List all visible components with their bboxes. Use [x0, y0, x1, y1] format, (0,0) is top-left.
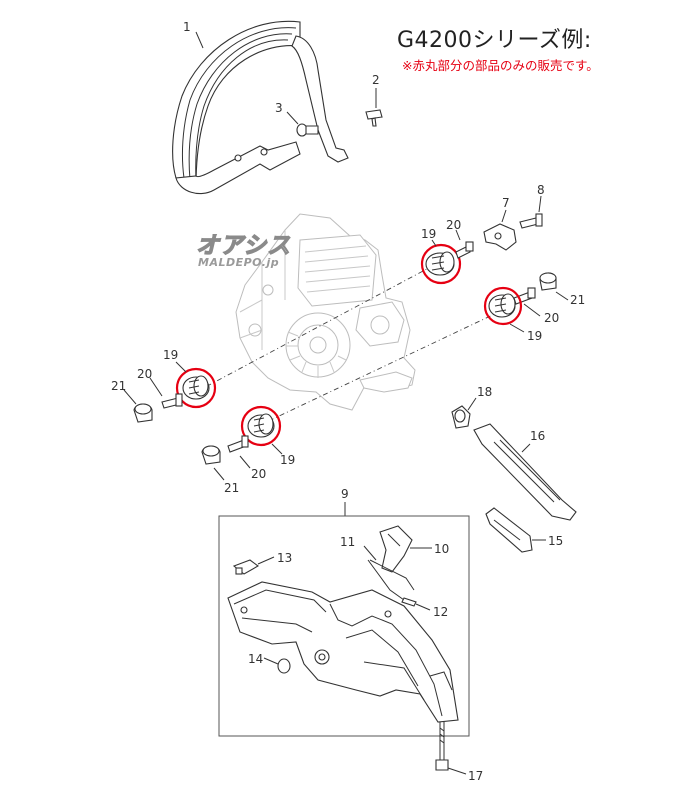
- callout-21-c: 21: [111, 379, 126, 393]
- highlight-circle: [483, 286, 523, 326]
- chain-catcher: [451, 397, 477, 429]
- cap-21: [539, 272, 557, 291]
- pin: [401, 597, 431, 611]
- plug: [263, 657, 291, 674]
- center-line: [195, 261, 441, 393]
- leader-line: [195, 31, 204, 49]
- callout-12: 12: [433, 605, 448, 619]
- callout-21-d: 21: [224, 481, 239, 495]
- front-handle: [172, 20, 349, 195]
- rubber-buffer-19: [425, 251, 455, 276]
- callout-21-b: 21: [570, 293, 585, 307]
- diagram-title: G4200シリーズ例:: [397, 28, 592, 53]
- callout-11: 11: [340, 535, 355, 549]
- callout-20-b: 20: [544, 311, 559, 325]
- highlight-circle: [240, 405, 282, 447]
- callout-9: 9: [341, 487, 349, 501]
- callout-16: 16: [530, 429, 545, 443]
- watermark-logo: オアシス: [195, 232, 292, 259]
- lockout-lever: [232, 556, 275, 575]
- callout-8: 8: [537, 183, 545, 197]
- bolt-20: [227, 435, 249, 453]
- handle-bolt: [286, 111, 319, 137]
- callout-3: 3: [275, 101, 283, 115]
- callout-18: 18: [477, 385, 492, 399]
- rear-handle-body: [227, 581, 459, 723]
- callout-20-c: 20: [137, 367, 152, 381]
- rubber-buffer-19: [247, 413, 275, 438]
- handle-screw: [365, 88, 383, 127]
- throttle-trigger: [363, 525, 432, 601]
- callout-2: 2: [372, 73, 380, 87]
- callout-14: 14: [248, 652, 263, 666]
- callout-15: 15: [548, 534, 563, 548]
- callout-20-d: 20: [251, 467, 266, 481]
- callout-19-b: 19: [527, 329, 542, 343]
- callout-19-a: 19: [421, 227, 436, 241]
- bracket: [483, 209, 517, 251]
- engine-body: [235, 213, 416, 411]
- bolt-20: [161, 393, 183, 409]
- callout-17: 17: [468, 769, 483, 783]
- rubber-buffer-19: [182, 375, 210, 400]
- highlight-circle: [175, 367, 217, 409]
- guide-plate: [473, 423, 577, 521]
- bolt-20: [455, 241, 474, 259]
- callout-19-d: 19: [280, 453, 295, 467]
- rubber-buffer-19: [488, 293, 516, 318]
- center-line: [257, 301, 521, 427]
- callout-10: 10: [434, 542, 449, 556]
- bracket-screw: [519, 195, 543, 229]
- watermark-site: MALDEPO.jp: [198, 256, 280, 269]
- callout-13: 13: [277, 551, 292, 565]
- callout-20-a: 20: [446, 218, 461, 232]
- callout-19-c: 19: [163, 348, 178, 362]
- cap-21: [133, 403, 153, 423]
- long-bolt: [435, 722, 467, 775]
- cap-21: [201, 445, 221, 465]
- cover-plate: [485, 507, 546, 553]
- callout-1: 1: [183, 20, 191, 34]
- callout-7: 7: [502, 196, 510, 210]
- rear-handle-box: [218, 502, 470, 737]
- highlight-circle: [420, 243, 462, 285]
- sales-note: ※赤丸部分の部品のみの販売です。: [402, 58, 599, 73]
